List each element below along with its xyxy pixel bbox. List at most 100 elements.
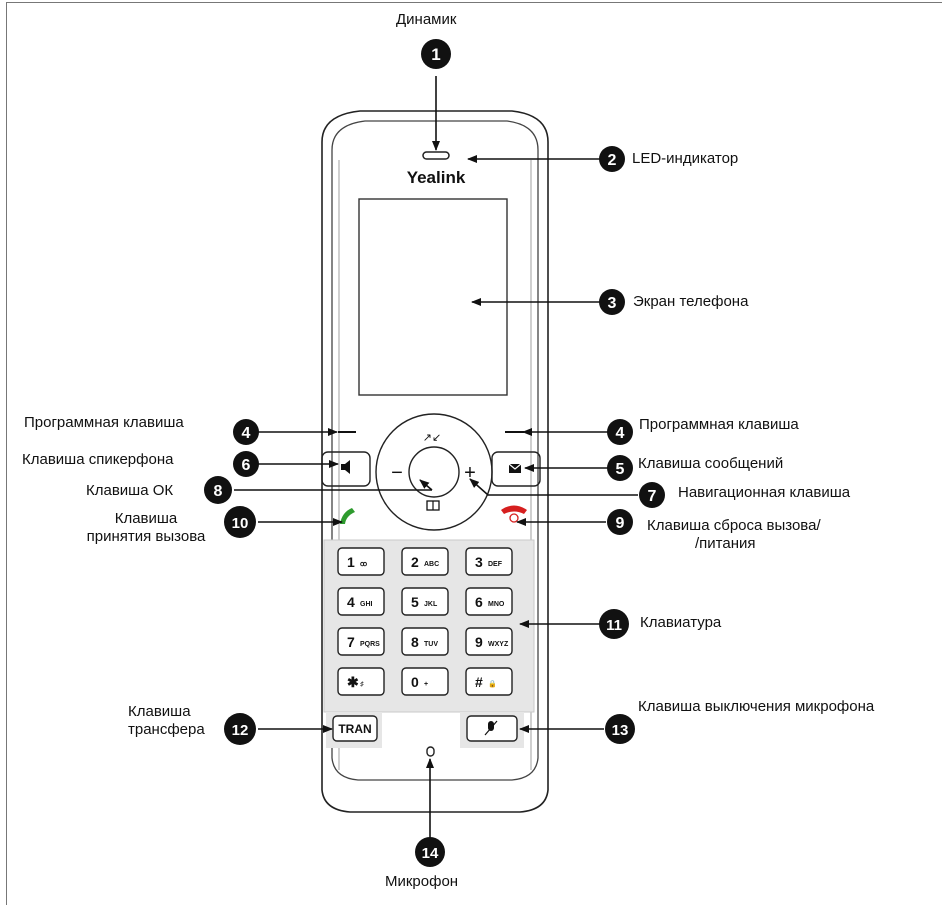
badge-12: 12 [224, 713, 256, 745]
speakerphone-key[interactable] [321, 451, 371, 487]
badge-2: 2 [599, 146, 625, 172]
keypad-key-letters: JKL [424, 601, 438, 608]
power-icon [509, 513, 519, 523]
badge-13: 13 [605, 714, 635, 744]
svg-text:12: 12 [232, 722, 249, 739]
keypad-key-digit: 0 [411, 674, 419, 690]
callout-arrows [234, 76, 638, 838]
keypad-key-letters: 🔒 [488, 680, 497, 688]
nav-plus-icon: + [464, 462, 476, 484]
speaker-led-slot [422, 151, 450, 160]
badge-5: 5 [607, 455, 633, 481]
brand-logo: Yealink [407, 168, 466, 187]
keypad-key-digit: # [475, 674, 483, 690]
badge-3: 3 [599, 289, 625, 315]
keypad-key[interactable]: #🔒 [465, 667, 513, 696]
svg-text:11: 11 [606, 617, 622, 634]
keypad-key-digit: 8 [411, 634, 419, 650]
keypad-key-digit: 7 [347, 634, 355, 650]
svg-text:8: 8 [214, 483, 223, 500]
keypad-key-letters: ABC [424, 561, 439, 568]
keypad-key[interactable]: 4 GHI [337, 587, 385, 616]
keypad-key[interactable]: ✱♯ [337, 667, 385, 696]
svg-text:TRAN: TRAN [338, 722, 371, 736]
label-navigation: Навигационная клавиша [678, 484, 851, 501]
hangup-power-key[interactable] [501, 505, 527, 523]
badge-6: 6 [233, 451, 259, 477]
label-message: Клавиша сообщений [638, 455, 784, 472]
svg-text:7: 7 [648, 488, 657, 505]
label-hangup-line1: Клавиша сброса вызова/ [647, 517, 821, 534]
badge-4-left: 4 [233, 419, 259, 445]
label-answer-line1: Клавиша [114, 510, 178, 527]
nav-up-icon: ↗↙ [423, 432, 441, 444]
svg-text:5: 5 [616, 461, 625, 478]
badge-11: 11 [599, 609, 629, 639]
svg-text:4: 4 [242, 425, 251, 442]
keypad-key-digit: 1 [347, 554, 355, 570]
svg-text:13: 13 [612, 722, 629, 739]
mute-key[interactable] [466, 715, 518, 742]
label-ok: Клавиша ОК [86, 482, 174, 499]
transfer-key[interactable]: TRAN [332, 715, 378, 742]
badge-1: 1 [421, 39, 451, 69]
badge-14: 14 [415, 837, 445, 867]
svg-text:4: 4 [616, 425, 625, 442]
keypad-key[interactable]: 3 DEF [465, 547, 513, 576]
keypad-key-letters: GHI [360, 601, 373, 608]
svg-text:3: 3 [608, 295, 617, 312]
keypad-key-digit: ✱ [347, 674, 359, 690]
keypad-key[interactable]: 0+ [401, 667, 449, 696]
keypad-key-digit: 2 [411, 554, 419, 570]
keypad-key-letters: TUV [424, 641, 438, 648]
label-microphone: Микрофон [385, 873, 459, 890]
badge-9: 9 [607, 509, 633, 535]
message-key[interactable] [491, 451, 541, 487]
label-transfer-line2: трансфера [128, 721, 205, 738]
badge-7: 7 [639, 482, 665, 508]
keypad-key-digit: 4 [347, 594, 355, 610]
svg-text:14: 14 [422, 845, 439, 862]
label-softkey-right: Программная клавиша [639, 416, 799, 433]
keypad-key-letters: MNO [488, 601, 505, 608]
phone-screen [358, 198, 508, 396]
label-hangup: Клавиша сброса вызова/ /питания [647, 517, 821, 553]
svg-text:2: 2 [608, 152, 617, 169]
svg-text:10: 10 [232, 515, 249, 532]
microphone-hole [426, 746, 435, 757]
svg-text:9: 9 [616, 515, 625, 532]
label-mute: Клавиша выключения микрофона [638, 698, 875, 715]
label-screen: Экран телефона [633, 293, 749, 310]
label-speaker: Динамик [396, 11, 457, 28]
label-hangup-line2: /питания [695, 535, 756, 552]
keypad-key-letters: WXYZ [488, 641, 509, 648]
answer-call-icon[interactable] [340, 508, 355, 524]
microphone-icon [488, 721, 494, 731]
keypad-key-letters: ♯ [360, 681, 364, 688]
keypad-key[interactable]: 8 TUV [401, 627, 449, 656]
keypad-key[interactable]: 2 ABC [401, 547, 449, 576]
keypad-key-letters: PQRS [360, 641, 380, 648]
badge-8: 8 [204, 476, 232, 504]
keypad-key-letters: ꝏ [360, 561, 367, 568]
svg-text:1: 1 [431, 45, 440, 64]
label-softkey-left: Программная клавиша [24, 414, 184, 431]
keypad-key[interactable]: 5 JKL [401, 587, 449, 616]
label-keypad: Клавиатура [640, 614, 722, 631]
keypad-key-letters: + [424, 681, 428, 688]
keypad-key-letters: DEF [488, 561, 503, 568]
nav-minus-icon: − [391, 462, 403, 484]
badge-10: 10 [224, 506, 256, 538]
keypad-key[interactable]: 7 PQRS [337, 627, 385, 656]
keypad-key-digit: 3 [475, 554, 483, 570]
navigation-key[interactable]: − + ↗↙ [375, 413, 493, 531]
label-led: LED-индикатор [632, 150, 739, 167]
keypad-key-digit: 5 [411, 594, 419, 610]
speaker-icon [341, 460, 350, 474]
badge-4-right: 4 [607, 419, 633, 445]
